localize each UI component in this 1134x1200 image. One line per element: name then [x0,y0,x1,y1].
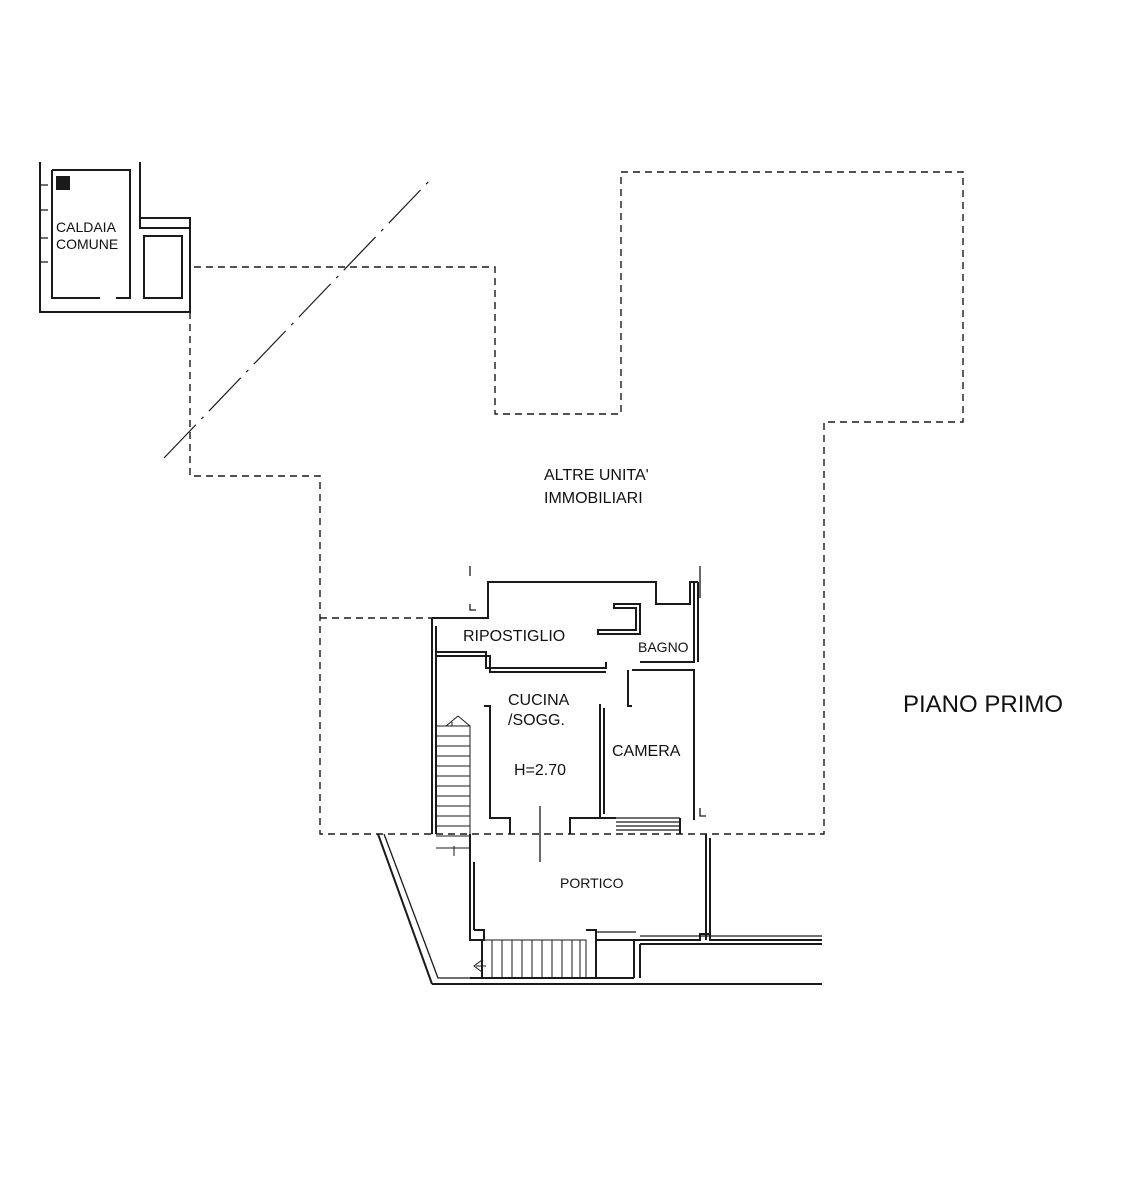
internal-staircase [436,715,471,856]
other-units-outline [189,171,964,835]
storage-label: RIPOSTIGLIO [463,628,565,645]
apartment-walls [431,566,706,862]
kitchen-label-2: /SOGG. [508,712,565,729]
ceiling-height-label: H=2.70 [514,762,566,779]
bedroom-label: CAMERA [612,743,681,760]
boiler-room-label-2: COMUNE [56,236,118,252]
kitchen-label-1: CUCINA [508,692,570,709]
bathroom-label: BAGNO [638,639,689,655]
plan-title: PIANO PRIMO [903,691,1063,718]
external-staircase [473,939,587,978]
hatched-block [56,176,70,190]
boiler-room-label-1: CALDAIA [56,219,117,235]
porch [377,833,822,985]
section-line [163,177,433,459]
neighbours-label-2: IMMOBILIARI [544,490,643,507]
neighbours-label-1: ALTRE UNITA' [544,467,649,484]
porch-label: PORTICO [560,875,624,891]
boiler-room [39,162,191,313]
